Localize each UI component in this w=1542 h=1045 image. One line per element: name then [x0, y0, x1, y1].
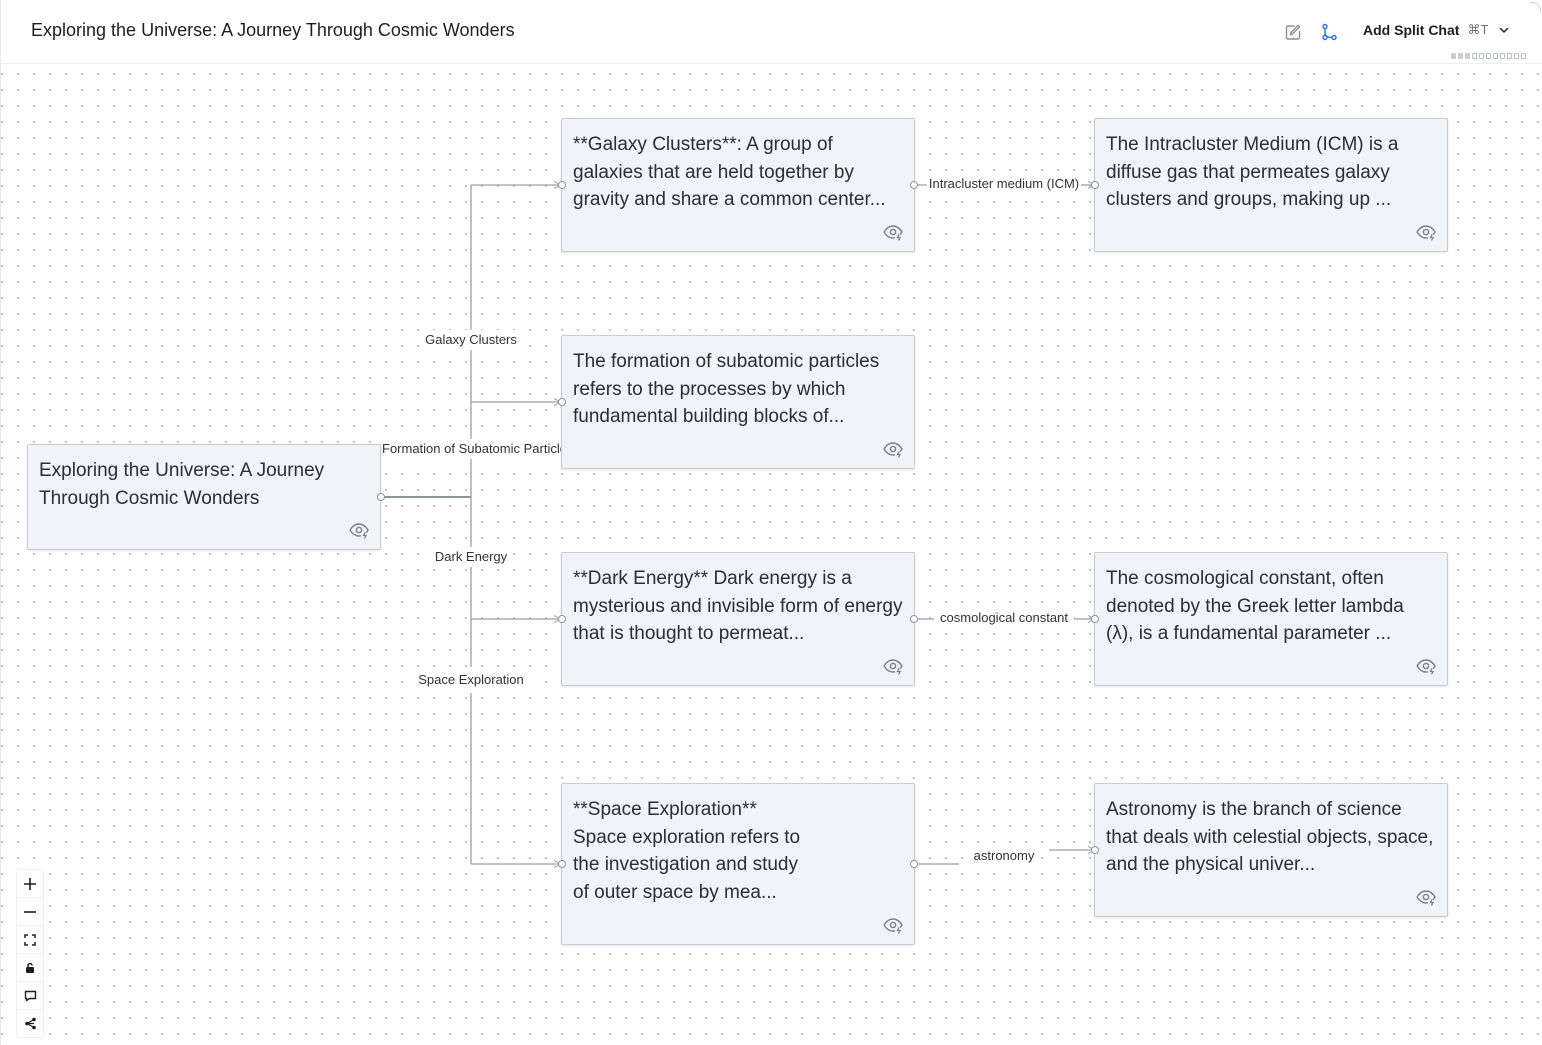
lock-icon — [26, 962, 34, 973]
edit-title-button[interactable] — [1281, 20, 1305, 44]
eye-icon[interactable] — [1415, 223, 1437, 241]
eye-icon[interactable] — [882, 916, 904, 934]
node-astronomy[interactable]: Astronomy is the branch of science that … — [1094, 783, 1448, 917]
edge-label-astronomy: astronomy — [967, 846, 1041, 866]
edge-label-subatomic: Formation of Subatomic Particles — [382, 439, 562, 459]
zoom-out-button[interactable] — [17, 898, 43, 926]
node-handle[interactable] — [1091, 615, 1099, 623]
pencil-edit-icon — [1285, 24, 1301, 40]
node-handle[interactable] — [910, 615, 918, 623]
zoom-in-icon — [24, 877, 36, 890]
add-split-chat-button[interactable]: Add Split Chat ⌘T — [1363, 22, 1510, 38]
node-text: **Galaxy Clusters**: A group of galaxies… — [573, 134, 886, 210]
eye-icon[interactable] — [882, 657, 904, 675]
minimap-icon — [24, 990, 36, 1002]
edge-label-subatomic-text: Formation of Subatomic Particles — [382, 441, 562, 456]
node-text: The cosmological constant, often denoted… — [1106, 568, 1404, 644]
node-handle[interactable] — [910, 860, 918, 868]
fit-view-button[interactable] — [17, 926, 43, 954]
zoom-out-icon — [24, 910, 36, 913]
layout-icon — [24, 1017, 36, 1030]
node-handle[interactable] — [558, 398, 566, 406]
minimap-button[interactable] — [17, 982, 43, 1010]
node-text: Astronomy is the branch of science that … — [1106, 799, 1434, 875]
node-subatomic[interactable]: The formation of subatomic particles ref… — [561, 335, 915, 469]
eye-icon[interactable] — [1415, 657, 1437, 675]
node-icm[interactable]: The Intracluster Medium (ICM) is a diffu… — [1094, 118, 1448, 252]
node-handle[interactable] — [1091, 846, 1099, 854]
edge-label-dark-energy: Dark Energy — [428, 547, 514, 567]
node-space-exploration[interactable]: **Space Exploration** Space exploration … — [561, 783, 915, 945]
eye-icon[interactable] — [882, 440, 904, 458]
tab-indicator — [1451, 53, 1526, 59]
eye-icon[interactable] — [882, 223, 904, 241]
zoom-in-button[interactable] — [17, 870, 43, 898]
node-handle[interactable] — [558, 181, 566, 189]
node-handle[interactable] — [377, 493, 385, 501]
chevron-down-icon — [1500, 27, 1509, 34]
edge-label-space-exploration: Space Exploration — [410, 667, 532, 693]
edge-label-galaxy-clusters: Galaxy Clusters — [419, 330, 523, 350]
eye-icon[interactable] — [348, 521, 370, 539]
header-bar: Exploring the Universe: A Journey Throug… — [1, 0, 1542, 64]
edge-label-cosmological: cosmological constant — [934, 608, 1074, 628]
lock-button[interactable] — [17, 954, 43, 982]
node-handle[interactable] — [1091, 181, 1099, 189]
canvas-controls — [17, 870, 43, 1037]
edge-label-icm: Intracluster medium (ICM) — [926, 174, 1082, 194]
node-galaxy-clusters[interactable]: **Galaxy Clusters**: A group of galaxies… — [561, 118, 915, 252]
node-text: The Intracluster Medium (ICM) is a diffu… — [1106, 134, 1399, 210]
node-text: The formation of subatomic particles ref… — [573, 351, 880, 427]
node-handle[interactable] — [558, 615, 566, 623]
graph-view-button[interactable] — [1317, 20, 1341, 44]
branch-graph-icon — [1322, 23, 1337, 41]
node-handle[interactable] — [910, 181, 918, 189]
window-corner — [1530, 2, 1541, 13]
page-title: Exploring the Universe: A Journey Throug… — [31, 20, 515, 40]
split-chat-label: Add Split Chat — [1363, 22, 1460, 38]
layout-button[interactable] — [17, 1010, 43, 1037]
eye-icon[interactable] — [1415, 888, 1437, 906]
node-cosmological-constant[interactable]: The cosmological constant, often denoted… — [1094, 552, 1448, 686]
node-root[interactable]: Exploring the Universe: A Journey Throug… — [27, 444, 381, 550]
node-text: **Space Exploration** Space exploration … — [573, 799, 801, 903]
node-dark-energy[interactable]: **Dark Energy** Dark energy is a mysteri… — [561, 552, 915, 686]
fit-view-icon — [24, 933, 36, 946]
node-text: **Dark Energy** Dark energy is a mysteri… — [573, 568, 903, 644]
node-handle[interactable] — [558, 860, 566, 868]
split-chat-shortcut: ⌘T — [1467, 22, 1489, 37]
node-text: Exploring the Universe: A Journey Throug… — [39, 460, 325, 509]
